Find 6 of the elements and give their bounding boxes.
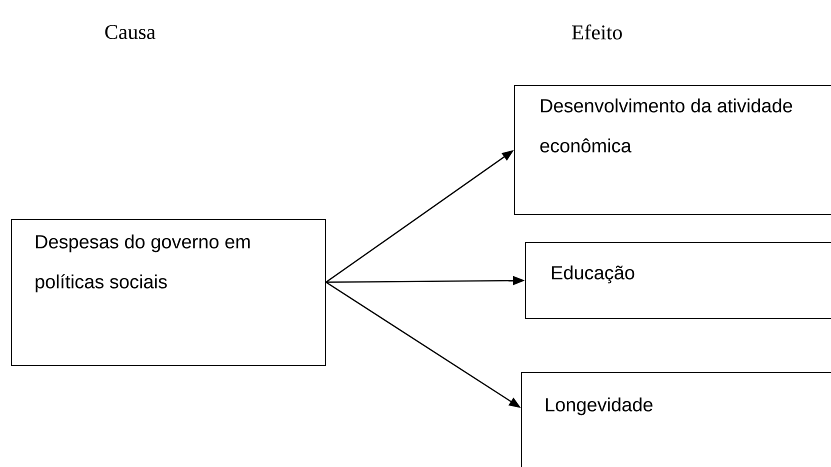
column-heading: Causa — [105, 24, 156, 40]
column-heading: Efeito — [572, 24, 622, 40]
text-box: Despesas do governo em políticas sociais — [11, 219, 326, 366]
text-box: Longevidade — [521, 372, 831, 467]
text-box: Educação — [525, 242, 831, 319]
text-box: Desenvolvimento da atividade econômica — [514, 85, 831, 215]
